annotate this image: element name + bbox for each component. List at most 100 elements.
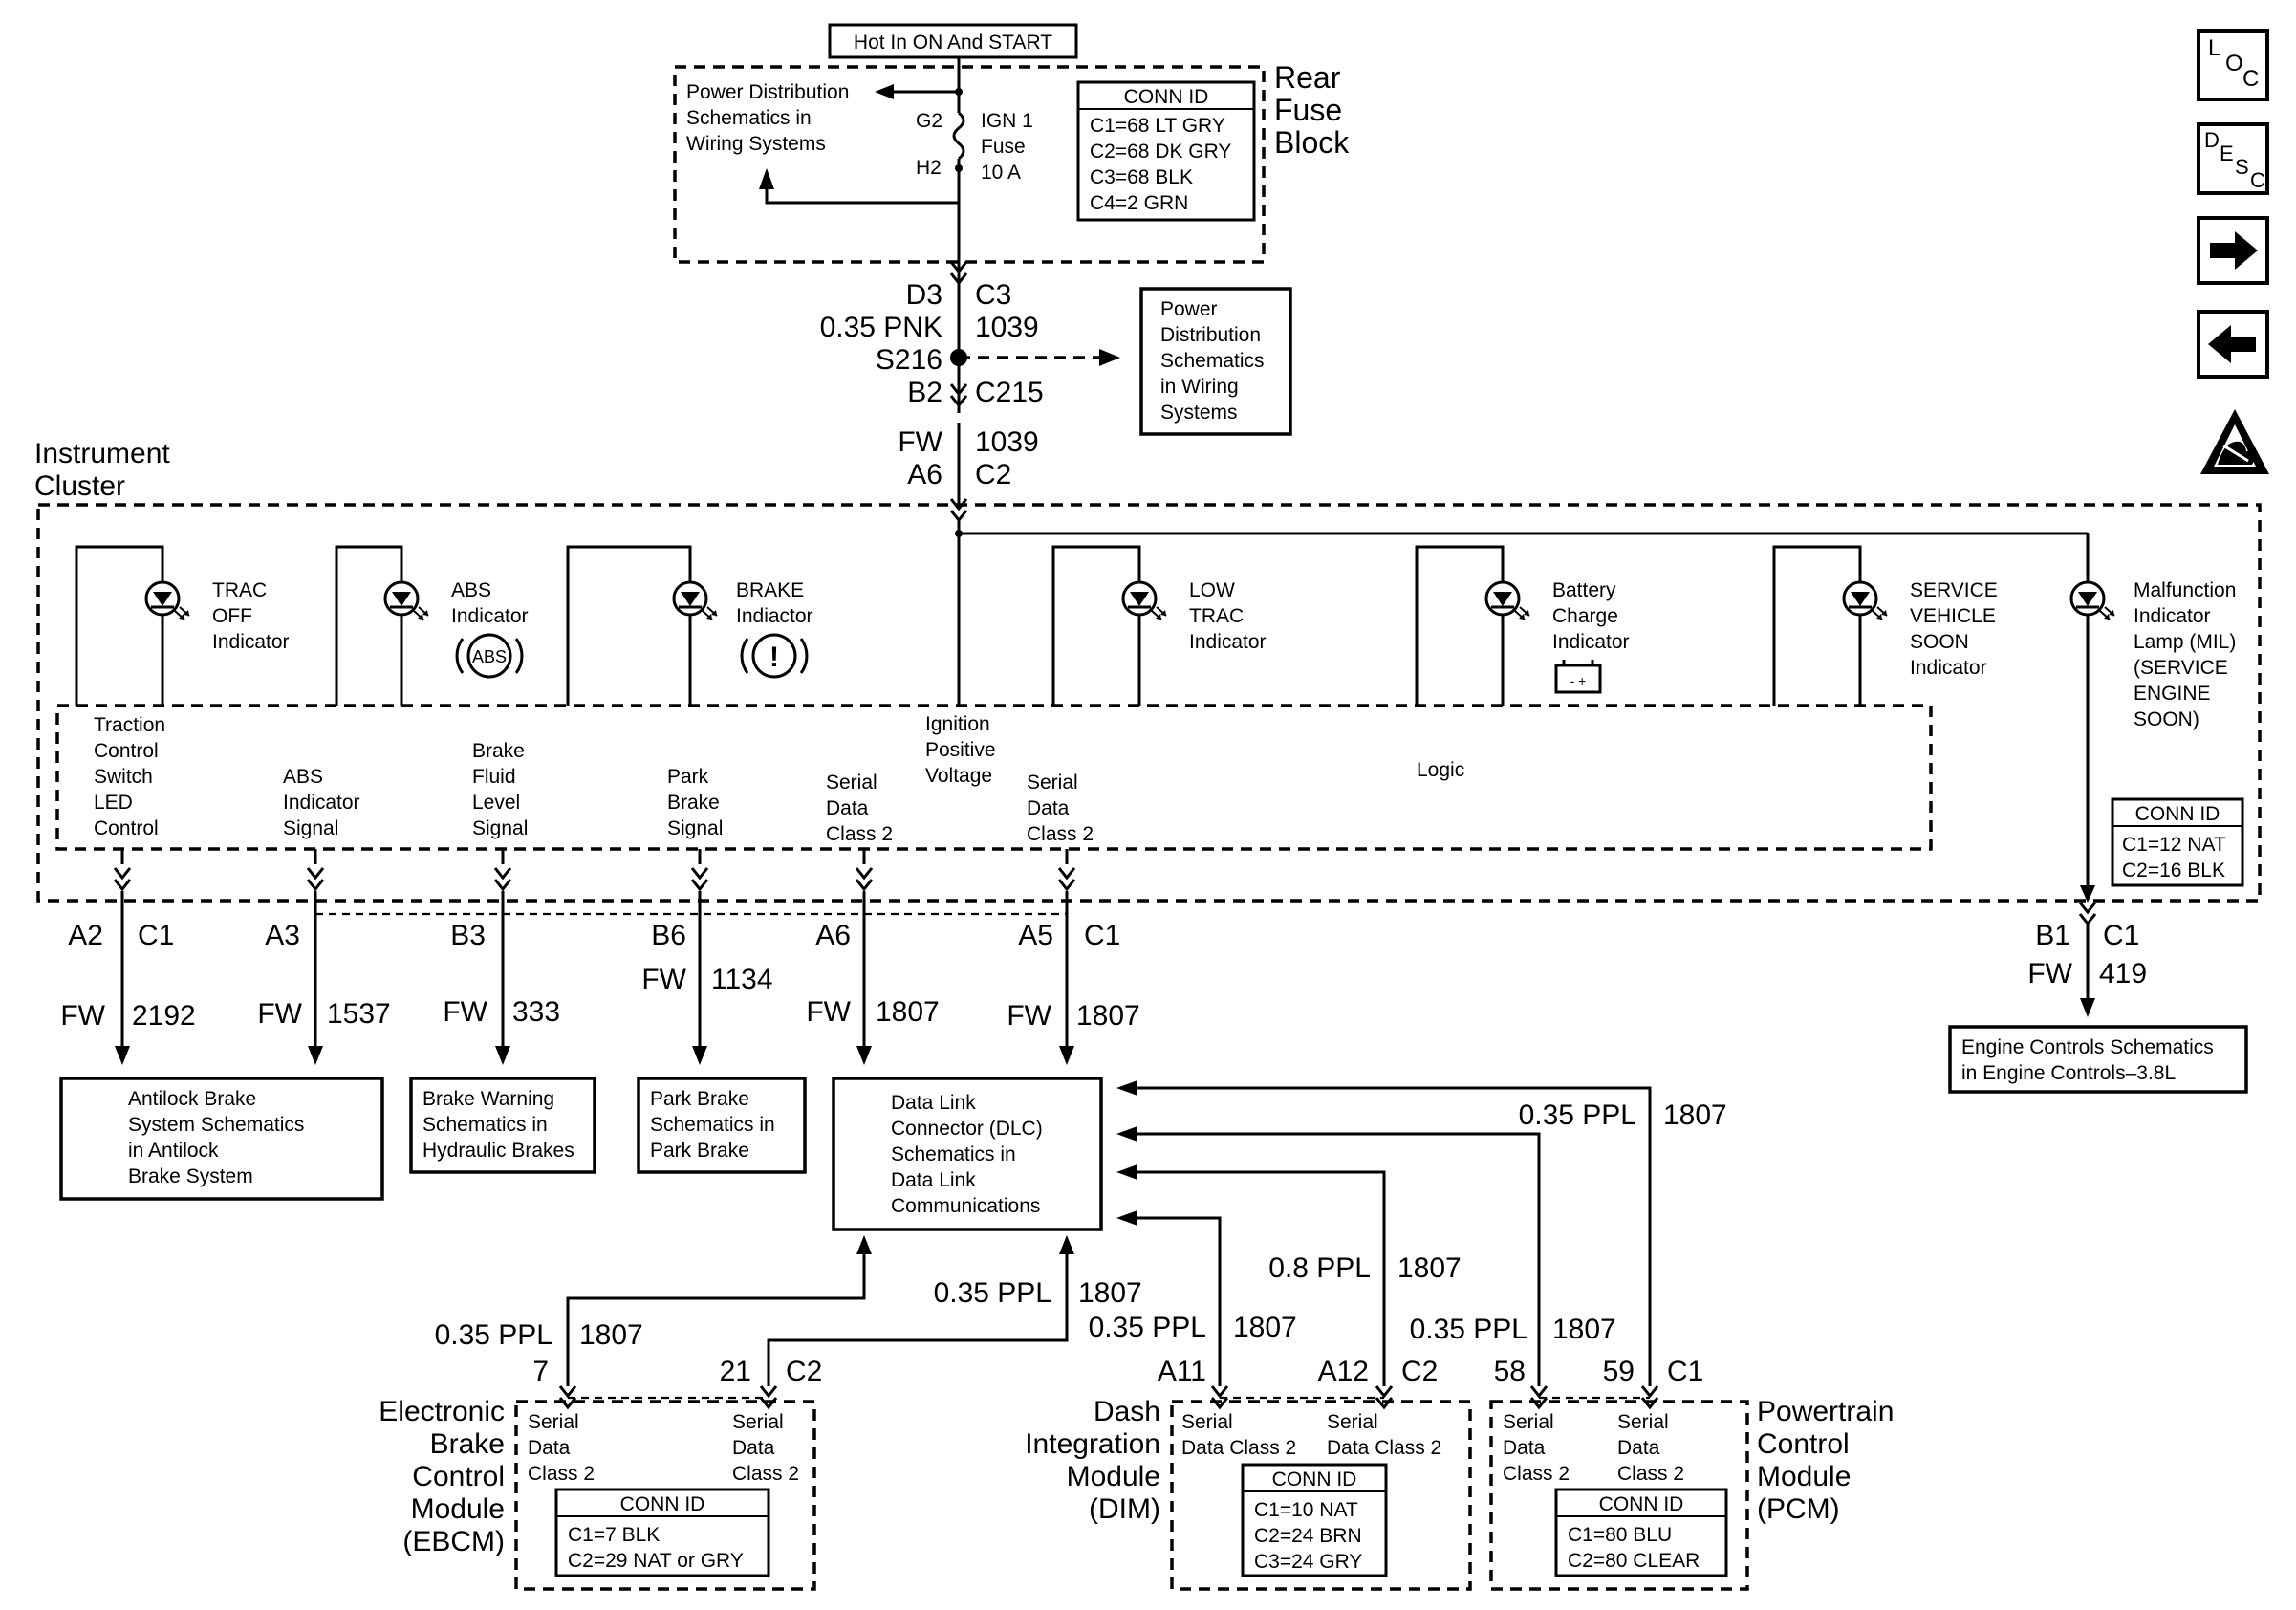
logic-6-line-2: Class 2 <box>1027 823 1094 845</box>
dim-name-4: (DIM) <box>1089 1493 1160 1525</box>
wire-1-fw: FW <box>257 998 302 1030</box>
dlc-box-3: Schematics in <box>891 1143 1016 1165</box>
nav-buttons: L O C D E S C <box>2197 29 2269 474</box>
pcm-label-0-0: Serial <box>1503 1411 1554 1433</box>
desc-button[interactable]: D E S C <box>2197 122 2269 195</box>
ind-6-line-2: Lamp (MIL) <box>2134 631 2236 653</box>
dim-name-2: Integration <box>1025 1428 1160 1460</box>
pd-text-3: Wiring Systems <box>686 133 826 155</box>
desc-letter-e: E <box>2220 141 2234 165</box>
fuse-block-outline <box>673 65 1266 264</box>
fuse-conn-2: C2=68 DK GRY <box>1090 141 1231 163</box>
pin-a2: A2 <box>68 920 103 951</box>
fuse-symbol <box>952 111 965 161</box>
engine-controls-box <box>1948 1025 2248 1094</box>
ebcm-name-1: Electronic <box>379 1396 505 1427</box>
logic-5-line-0: Ignition <box>925 713 990 735</box>
ind-1-line-1: Indicator <box>451 605 529 627</box>
pin-b6: B6 <box>651 920 686 951</box>
dim-pin-c2: C2 <box>1401 1356 1438 1387</box>
desc-letter-s: S <box>2235 155 2249 179</box>
wire-2-fw: FW <box>443 996 487 1028</box>
logic-4-line-0: Serial <box>826 772 877 794</box>
fuse-conn-id-box <box>1076 80 1256 222</box>
logic-0-line-1: Control <box>94 740 159 762</box>
dim-conn-title: CONN ID <box>1272 1469 1357 1490</box>
hot-in-box <box>828 23 1078 59</box>
logic-5-line-2: Voltage <box>925 765 992 787</box>
pin-b3: B3 <box>450 920 486 951</box>
pd-box-2: Distribution <box>1160 324 1261 346</box>
pcm-wire-1-circuit: 1807 <box>1663 1099 1727 1131</box>
wire-3-circuit: 1134 <box>711 964 773 995</box>
trac-off-lamp-icon <box>144 580 191 621</box>
abs-schematics-box <box>59 1077 384 1201</box>
output-wires: A2 C1 A3 B3 B6 A6 A5 C1 B1 C1 FW 2192 FW… <box>60 849 2147 1065</box>
pin-c1-a: C1 <box>138 920 174 951</box>
dim-wire-0-circuit: 1807 <box>1233 1312 1297 1343</box>
pcm-pin-58: 58 <box>1494 1356 1526 1387</box>
brake-warning-2: Schematics in <box>422 1114 548 1136</box>
abs-box-4: Brake System <box>128 1165 253 1187</box>
dlc-schematics-box <box>832 1077 1103 1231</box>
ebcm-label-0-1: Data <box>528 1437 571 1459</box>
pcm-name-2: Control <box>1757 1428 1850 1460</box>
brake-warning-1: Brake Warning <box>422 1088 554 1110</box>
ebcm-label-1-1: Data <box>732 1437 775 1459</box>
logic-label: Logic <box>1417 759 1464 781</box>
battery-symbol-text: - + <box>1570 673 1587 688</box>
fuse-block-name-3: Block <box>1274 125 1350 160</box>
ind-0-line-1: OFF <box>212 605 252 627</box>
dim-label-0-0: Serial <box>1181 1411 1233 1433</box>
mil-lamp-icon <box>2069 580 2116 621</box>
logic-2-line-3: Signal <box>472 817 528 839</box>
next-page-button[interactable] <box>2197 216 2269 285</box>
fuse-name-1: IGN 1 <box>981 110 1033 132</box>
ind-0-line-0: TRAC <box>212 579 267 601</box>
feed-wire: Power Distribution Schematics in Wiring … <box>820 260 1292 522</box>
logic-4-line-1: Data <box>826 797 869 819</box>
logic-6-line-0: Serial <box>1027 772 1078 794</box>
ind-1-line-0: ABS <box>451 579 491 601</box>
dim-label-1-0: Serial <box>1327 1411 1378 1433</box>
instrument-cluster: Instrument Cluster Logic TRAC OFF Indica… <box>34 438 2262 903</box>
cluster-conn-title: CONN ID <box>2135 803 2220 825</box>
wire-5-fw: FW <box>1007 1000 1051 1032</box>
c3-label: C3 <box>975 279 1011 311</box>
ind-3-line-0: LOW <box>1189 579 1235 601</box>
ebcm-module: 7 21 C2 Electronic Brake Control Module … <box>379 1356 822 1591</box>
abs-box-1: Antilock Brake <box>128 1088 256 1110</box>
ebcm-name-4: Module <box>411 1493 505 1525</box>
ind-2-line-1: Indiactor <box>736 605 813 627</box>
engine-box-1: Engine Controls Schematics <box>1961 1036 2214 1058</box>
ebcm-wire-1-gauge: 0.35 PPL <box>934 1277 1051 1309</box>
fuse-conn-3: C3=68 BLK <box>1090 166 1193 188</box>
fuse-conn-4: C4=2 GRN <box>1090 192 1188 214</box>
dlc-box-4: Data Link <box>891 1169 976 1191</box>
dim-conn-1: C1=10 NAT <box>1254 1499 1358 1521</box>
pin-c1-b: C1 <box>1084 920 1120 951</box>
ind-0-line-2: Indicator <box>212 631 290 653</box>
logic-3-line-0: Park <box>667 766 709 788</box>
brake-symbol-text: ! <box>769 642 779 673</box>
abs-lamp-icon <box>383 580 430 621</box>
esd-warning-icon <box>2200 409 2269 474</box>
logic-box <box>55 704 1933 851</box>
pd-text-1: Power Distribution <box>686 81 849 103</box>
wire-3-fw: FW <box>641 964 686 995</box>
wire-0-fw: FW <box>60 1000 105 1032</box>
fuse-block-name-2: Fuse <box>1274 93 1342 127</box>
prev-page-button[interactable] <box>2197 310 2269 379</box>
pcm-name-1: Powertrain <box>1757 1396 1894 1427</box>
ind-3-line-2: Indicator <box>1189 631 1267 653</box>
dim-wire-1-circuit: 1807 <box>1397 1252 1462 1284</box>
battery-lamp-icon <box>1484 580 1531 621</box>
logic-0-line-0: Traction <box>94 714 165 736</box>
pcm-name-3: Module <box>1757 1461 1851 1492</box>
pcm-name-4: (PCM) <box>1757 1493 1840 1525</box>
c2-label: C2 <box>975 459 1011 490</box>
wire-5-circuit: 1807 <box>1076 1000 1140 1032</box>
loc-button[interactable]: L O C <box>2197 29 2269 101</box>
dim-pin-a12: A12 <box>1318 1356 1369 1387</box>
ebcm-conn-1: C1=7 BLK <box>568 1524 660 1546</box>
